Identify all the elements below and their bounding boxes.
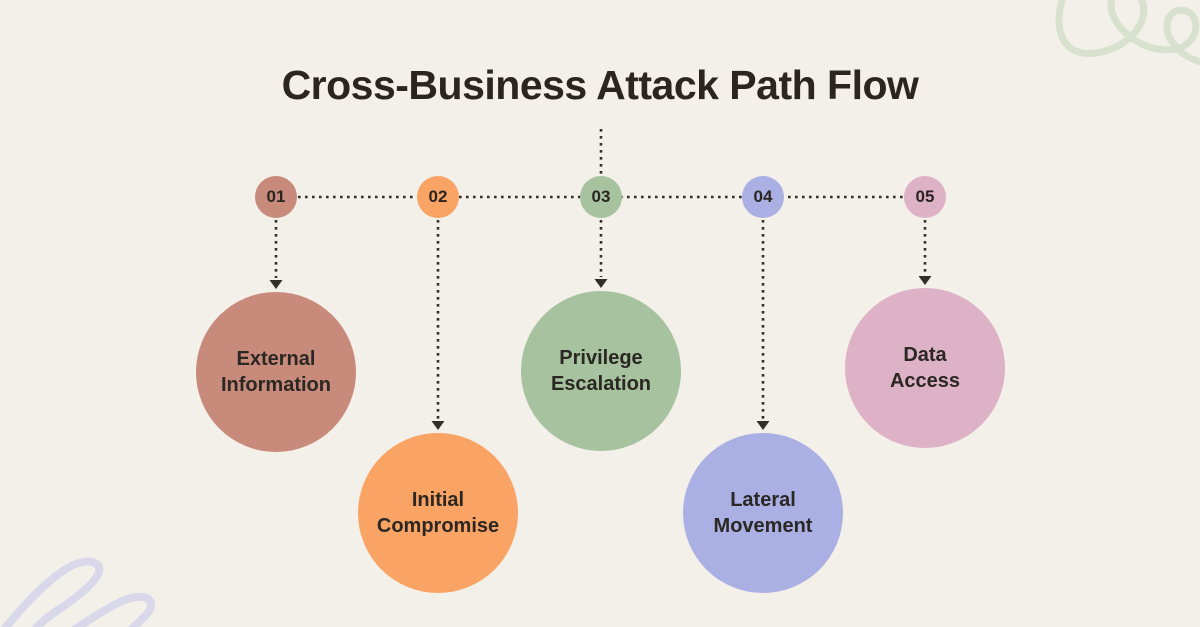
arrowhead-down-icon: [756, 421, 770, 430]
step-4-label: Lateral Movement: [713, 488, 813, 537]
step-1-number-badge: 01: [255, 176, 297, 218]
step-5-number: 05: [915, 187, 935, 206]
arrow-step-4: [756, 220, 770, 430]
step-1-circle-external-information: External Information: [196, 292, 356, 452]
step-4-circle-lateral-movement: Lateral Movement: [683, 433, 843, 593]
step-2-label: Initial Compromise: [376, 488, 500, 537]
step-5-label: Data Access: [889, 343, 961, 392]
step-3-number: 03: [591, 187, 611, 206]
arrowhead-down-icon: [269, 280, 283, 289]
step-1-label: External Information: [221, 347, 331, 396]
arrow-step-5: [918, 220, 932, 285]
arrow-step-2: [431, 220, 445, 430]
page-title: Cross-Business Attack Path Flow: [281, 62, 919, 108]
step-4-number: 04: [753, 187, 773, 206]
step-2-circle-initial-compromise: Initial Compromise: [358, 433, 518, 593]
arrowhead-down-icon: [594, 279, 608, 288]
step-2-number-badge: 02: [417, 176, 459, 218]
arrow-step-1: [269, 220, 283, 289]
step-1-number: 01: [266, 187, 286, 206]
step-5-number-badge: 05: [904, 176, 946, 218]
step-3-number-badge: 03: [580, 176, 622, 218]
arrow-step-3: [594, 220, 608, 288]
arrowhead-down-icon: [918, 276, 932, 285]
step-4-number-badge: 04: [742, 176, 784, 218]
arrowhead-down-icon: [431, 421, 445, 430]
step-5-circle-data-access: Data Access: [845, 288, 1005, 448]
step-2-number: 02: [428, 187, 448, 206]
step-3-circle-privilege-escalation: Privilege Escalation: [521, 291, 681, 451]
step-3-label: Privilege Escalation: [550, 346, 652, 395]
